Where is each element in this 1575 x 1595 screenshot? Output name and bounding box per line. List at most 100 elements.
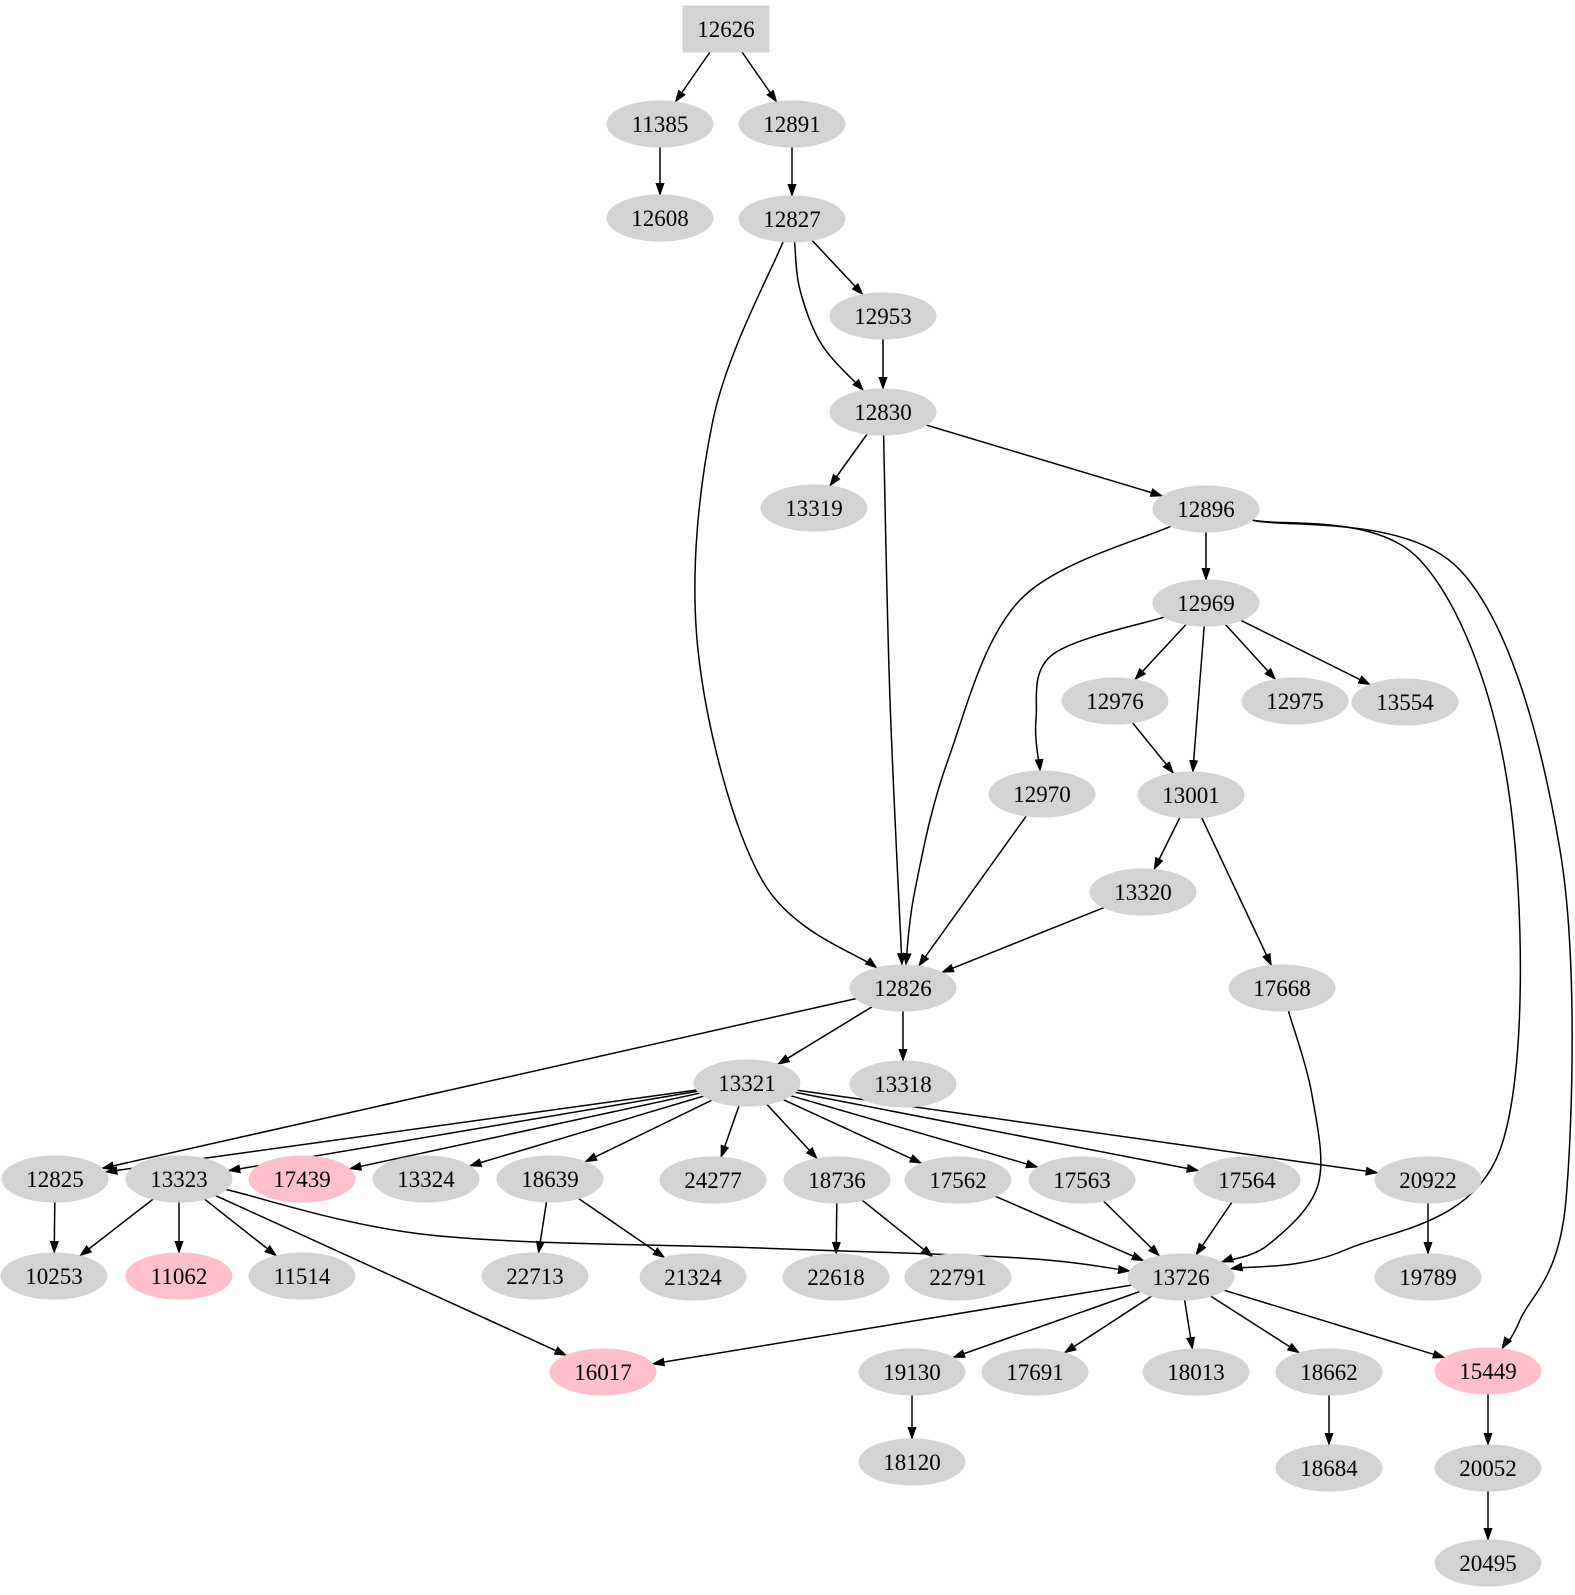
node-shape-12969 xyxy=(1152,579,1260,627)
node-11062: 11062 xyxy=(125,1252,233,1300)
node-shape-17563 xyxy=(1028,1156,1136,1204)
node-label-22791: 22791 xyxy=(929,1265,987,1290)
node-13318: 13318 xyxy=(849,1060,957,1108)
edge-12970-12826 xyxy=(918,815,1027,967)
node-label-12969: 12969 xyxy=(1177,591,1235,616)
node-shape-17564 xyxy=(1193,1156,1301,1204)
node-18013: 18013 xyxy=(1142,1348,1250,1396)
edge-13321-18736 xyxy=(766,1103,818,1160)
node-shape-17691 xyxy=(981,1348,1089,1396)
node-label-11062: 11062 xyxy=(151,1264,208,1289)
node-label-13321: 13321 xyxy=(718,1071,776,1096)
node-shape-11514 xyxy=(248,1252,356,1300)
node-label-19789: 19789 xyxy=(1399,1265,1457,1290)
node-shape-12626 xyxy=(682,5,770,53)
node-label-12830: 12830 xyxy=(854,400,912,425)
node-label-10253: 10253 xyxy=(25,1264,83,1289)
node-label-12826: 12826 xyxy=(874,976,932,1001)
node-12975: 12975 xyxy=(1241,677,1349,725)
node-19789: 19789 xyxy=(1374,1253,1482,1301)
node-shape-22791 xyxy=(904,1253,1012,1301)
node-22713: 22713 xyxy=(481,1252,589,1300)
node-17564: 17564 xyxy=(1193,1156,1301,1204)
edge-17564-13726 xyxy=(1195,1201,1233,1256)
node-shape-12827 xyxy=(738,195,846,243)
node-shape-12970 xyxy=(988,770,1096,818)
edge-12825-10253 xyxy=(49,1201,59,1255)
edge-12827-12953 xyxy=(811,239,864,296)
node-label-12970: 12970 xyxy=(1013,782,1071,807)
node-shape-13319 xyxy=(760,484,868,532)
node-18120: 18120 xyxy=(858,1438,966,1486)
edge-12896-12826 xyxy=(902,525,1172,967)
node-label-17563: 17563 xyxy=(1053,1168,1111,1193)
node-label-20052: 20052 xyxy=(1459,1456,1517,1481)
node-shape-20922 xyxy=(1374,1156,1482,1204)
node-24277: 24277 xyxy=(659,1156,767,1204)
edge-13323-13726 xyxy=(225,1188,1131,1275)
node-12896: 12896 xyxy=(1152,485,1260,533)
node-12976: 12976 xyxy=(1061,677,1169,725)
node-12626: 12626 xyxy=(682,5,770,53)
node-shape-18013 xyxy=(1142,1348,1250,1396)
node-label-18639: 18639 xyxy=(521,1167,579,1192)
edge-13726-17691 xyxy=(1063,1295,1153,1354)
node-shape-13324 xyxy=(372,1155,480,1203)
node-label-21324: 21324 xyxy=(664,1265,722,1290)
node-12825: 12825 xyxy=(1,1155,109,1203)
node-12969: 12969 xyxy=(1152,579,1260,627)
node-shape-13318 xyxy=(849,1060,957,1108)
node-17563: 17563 xyxy=(1028,1156,1136,1204)
node-label-20922: 20922 xyxy=(1399,1168,1457,1193)
node-label-18120: 18120 xyxy=(883,1450,941,1475)
edge-13323-10253 xyxy=(79,1198,154,1257)
node-16017: 16017 xyxy=(549,1348,657,1396)
node-shape-18120 xyxy=(858,1438,966,1486)
node-label-13726: 13726 xyxy=(1152,1265,1210,1290)
node-shape-13554 xyxy=(1351,678,1459,726)
edge-13321-17439 xyxy=(348,1092,700,1171)
node-shape-16017 xyxy=(549,1348,657,1396)
node-label-12825: 12825 xyxy=(26,1167,84,1192)
node-label-13318: 13318 xyxy=(874,1072,932,1097)
node-label-12626: 12626 xyxy=(697,17,755,42)
node-18662: 18662 xyxy=(1275,1348,1383,1396)
edge-12969-12976 xyxy=(1134,623,1187,681)
edge-13726-16017 xyxy=(651,1284,1132,1367)
node-shape-12976 xyxy=(1061,677,1169,725)
node-shape-13001 xyxy=(1137,771,1245,819)
node-label-12608: 12608 xyxy=(631,206,689,231)
node-shape-12830 xyxy=(829,388,937,436)
node-17668: 17668 xyxy=(1228,964,1336,1012)
edge-12830-12826 xyxy=(882,434,907,967)
edge-17563-13726 xyxy=(1102,1200,1161,1257)
node-13319: 13319 xyxy=(760,484,868,532)
node-17562: 17562 xyxy=(904,1156,1012,1204)
edge-17668-13726 xyxy=(1220,1010,1322,1263)
edge-12896-13726 xyxy=(1229,519,1522,1272)
node-shape-13321 xyxy=(693,1059,801,1107)
node-label-12953: 12953 xyxy=(854,304,912,329)
node-label-17439: 17439 xyxy=(273,1167,331,1192)
node-13324: 13324 xyxy=(372,1155,480,1203)
node-shape-13323 xyxy=(125,1155,233,1203)
node-13323: 13323 xyxy=(125,1155,233,1203)
edge-12626-12891 xyxy=(741,51,778,103)
edge-18639-21324 xyxy=(577,1197,666,1259)
node-label-18662: 18662 xyxy=(1300,1360,1358,1385)
edge-13726-19130 xyxy=(952,1290,1141,1359)
node-shape-12825 xyxy=(1,1155,109,1203)
edge-12830-12896 xyxy=(926,424,1164,497)
edge-13321-17563 xyxy=(790,1095,1039,1169)
edge-13323-11514 xyxy=(204,1198,278,1257)
node-shape-10253 xyxy=(0,1252,108,1300)
node-shape-12953 xyxy=(829,292,937,340)
edge-13001-13320 xyxy=(1153,817,1181,871)
node-18684: 18684 xyxy=(1275,1444,1383,1492)
node-label-18013: 18013 xyxy=(1167,1360,1225,1385)
edge-18736-22618 xyxy=(831,1202,841,1256)
node-label-22713: 22713 xyxy=(506,1264,564,1289)
node-label-13001: 13001 xyxy=(1162,783,1220,808)
